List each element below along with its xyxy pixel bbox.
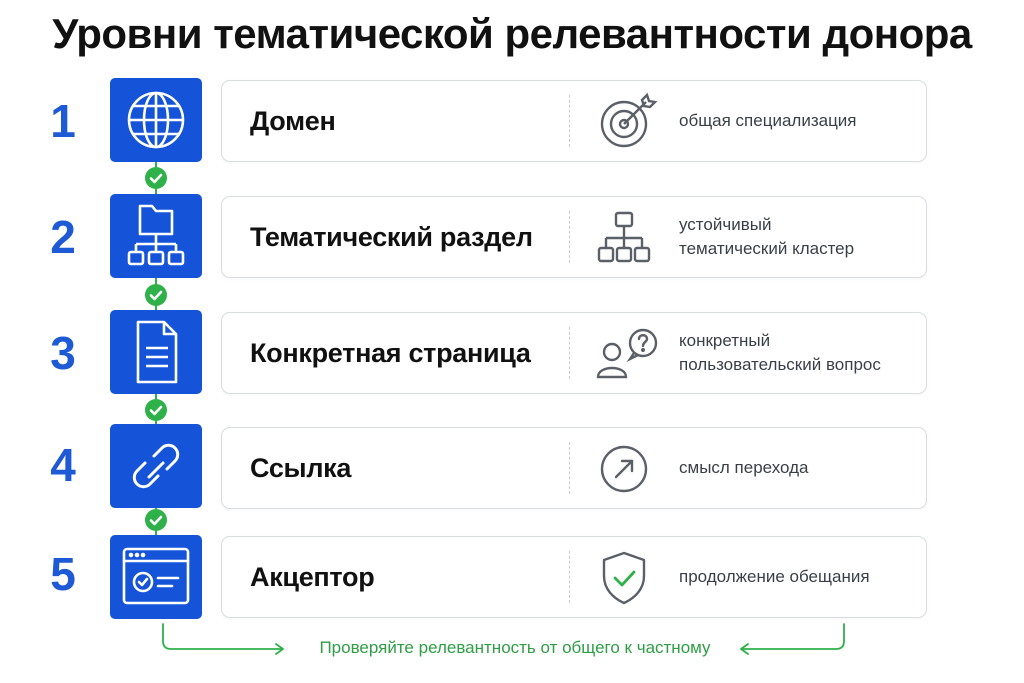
divider bbox=[569, 442, 570, 494]
level-number: 2 bbox=[50, 211, 76, 263]
document-icon bbox=[136, 320, 178, 384]
level-card-acceptor: Акцептор продолжение обещания bbox=[221, 536, 927, 618]
level-tile bbox=[110, 424, 202, 508]
level-tile bbox=[110, 194, 202, 278]
level-label: Акцептор bbox=[250, 561, 375, 592]
level-card-link: Ссылка смысл перехода bbox=[221, 427, 927, 509]
hierarchy-icon bbox=[597, 211, 651, 263]
level-label: Тематический раздел bbox=[250, 221, 533, 252]
level-number: 5 bbox=[50, 548, 76, 600]
divider bbox=[569, 211, 570, 263]
shield-check-icon bbox=[602, 551, 646, 605]
level-card-page: Конкретная страница конкретный пользоват… bbox=[221, 312, 927, 394]
level-description: продолжение обещания bbox=[679, 567, 870, 586]
divider bbox=[569, 327, 570, 379]
check-icon bbox=[145, 399, 167, 421]
check-icon bbox=[145, 284, 167, 306]
level-card-section: Тематический раздел устойчивый тематичес… bbox=[221, 196, 927, 278]
level-label: Домен bbox=[250, 105, 336, 136]
level-card-domain: Домен общая специализация bbox=[221, 80, 927, 162]
level-description: конкретный пользовательский вопрос bbox=[679, 331, 881, 374]
level-label: Ссылка bbox=[250, 452, 352, 483]
level-description: общая специализация bbox=[679, 111, 857, 130]
folder-tree-icon bbox=[127, 204, 185, 266]
arrow-circle-icon bbox=[600, 445, 648, 493]
target-icon bbox=[600, 92, 658, 148]
divider bbox=[569, 551, 570, 603]
browser-check-icon bbox=[122, 547, 190, 605]
level-tile bbox=[110, 78, 202, 162]
check-icon bbox=[145, 167, 167, 189]
user-question-icon bbox=[596, 328, 658, 379]
level-tile bbox=[110, 310, 202, 394]
level-tile bbox=[110, 535, 202, 619]
footer-note: Проверяйте релевантность от общего к час… bbox=[319, 638, 711, 657]
level-description: устойчивый тематический кластер bbox=[679, 215, 855, 258]
page-title: Уровни тематической релевантности донора bbox=[52, 10, 972, 57]
check-icon bbox=[145, 509, 167, 531]
level-description: смысл перехода bbox=[679, 458, 809, 477]
level-number: 3 bbox=[50, 327, 76, 379]
link-icon bbox=[132, 443, 180, 489]
globe-icon bbox=[127, 91, 185, 149]
level-label: Конкретная страница bbox=[250, 337, 531, 368]
level-number: 4 bbox=[50, 439, 76, 491]
level-number: 1 bbox=[50, 95, 76, 147]
divider bbox=[569, 95, 570, 147]
